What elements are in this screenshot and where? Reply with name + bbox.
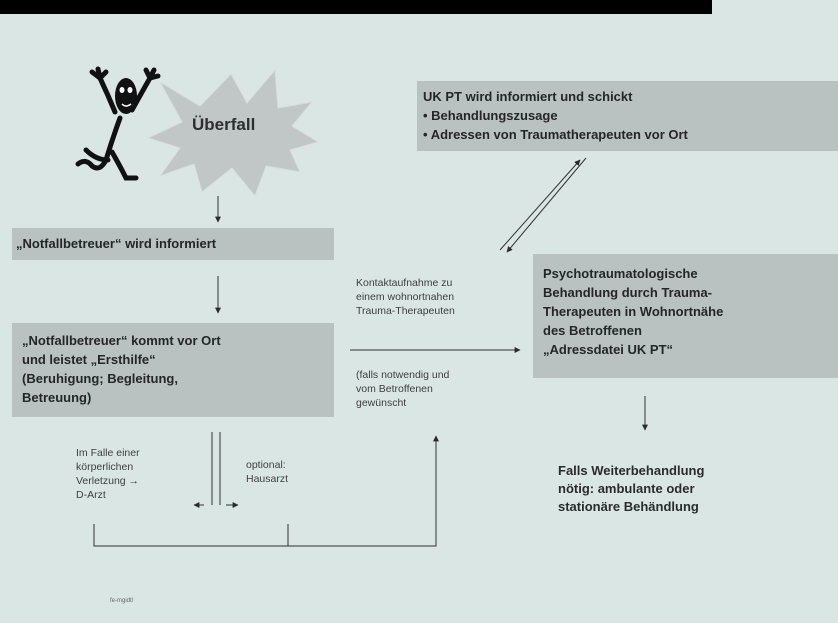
ukpt-item: Adressen von Traumatherapeuten vor Ort	[423, 125, 838, 144]
box-notfallbetreuer-vor-ort: „Notfallbetreuer“ kommt vor Ort und leis…	[12, 323, 334, 417]
behandlung-line-1: Psychotraumatologische	[543, 266, 698, 281]
stick-figure-head	[115, 78, 137, 114]
falls-line-2: vom Betroffenen	[356, 383, 433, 395]
kontakt-line-3: Trauma-Therapeuten	[356, 305, 455, 317]
falls-notwendig-text: (falls notwendig und vom Betroffenen gew…	[356, 368, 449, 410]
vor-ort-line-4: Betreuung)	[22, 390, 92, 405]
ueberfall-label: Überfall	[192, 115, 256, 134]
weiterbehandlung-line-2: nötig: ambulante oder	[558, 481, 695, 496]
vor-ort-line-1: „Notfallbetreuer“ kommt vor Ort	[22, 333, 221, 348]
falls-line-1: (falls notwendig und	[356, 369, 450, 381]
verletzung-line-4: D-Arzt	[76, 489, 106, 501]
hausarzt-text: optional: Hausarzt	[246, 458, 288, 486]
behandlung-line-2: Behandlung durch Trauma-	[543, 285, 713, 300]
weiterbehandlung-line-3: stationäre Behändlung	[558, 499, 699, 514]
weiterbehandlung-line-1: Falls Weiterbehandlung	[558, 463, 705, 478]
vor-ort-line-2: und leistet „Ersthilfe“	[22, 352, 156, 367]
verletzung-line-1: Im Falle einer	[76, 447, 140, 459]
starburst-shape	[146, 68, 320, 197]
behandlung-line-4: des Betroffenen	[543, 323, 642, 338]
kontakt-text: Kontaktaufnahme zu einem wohnortnahen Tr…	[356, 276, 455, 318]
ukpt-heading: UK PT wird informiert und schickt	[423, 89, 633, 104]
kontakt-line-1: Kontaktaufnahme zu	[356, 277, 453, 289]
vor-ort-line-3: (Beruhigung; Begleitung,	[22, 371, 178, 386]
hausarzt-line-2: Hausarzt	[246, 473, 289, 485]
verletzung-text: Im Falle einer körperlichen Verletzung →…	[76, 446, 140, 502]
ukpt-item: Behandlungszusage	[423, 106, 838, 125]
falls-line-3: gewünscht	[356, 397, 407, 409]
kontakt-line-2: einem wohnortnahen	[356, 291, 455, 303]
top-black-bar	[0, 0, 712, 14]
behandlung-line-5: „Adressdatei UK PT“	[543, 342, 674, 357]
verletzung-line-2: körperlichen	[76, 461, 134, 473]
box-ukpt: UK PT wird informiert und schickt Behand…	[417, 81, 838, 151]
verletzung-line-3: Verletzung →	[76, 475, 140, 487]
ukpt-list: Behandlungszusage Adressen von Traumathe…	[423, 106, 838, 144]
weiterbehandlung-text: Falls Weiterbehandlung nötig: ambulante …	[558, 462, 704, 516]
footnote: fe-mgidtl	[110, 598, 134, 604]
behandlung-line-3: Therapeuten in Wohnortnähe	[543, 304, 724, 319]
hausarzt-line-1: optional:	[246, 459, 286, 471]
box-notfallbetreuer-informiert: „Notfallbetreuer“ wird informiert	[12, 228, 334, 260]
box-psychotraumatologische-behandlung: Psychotraumatologische Behandlung durch …	[533, 254, 838, 378]
